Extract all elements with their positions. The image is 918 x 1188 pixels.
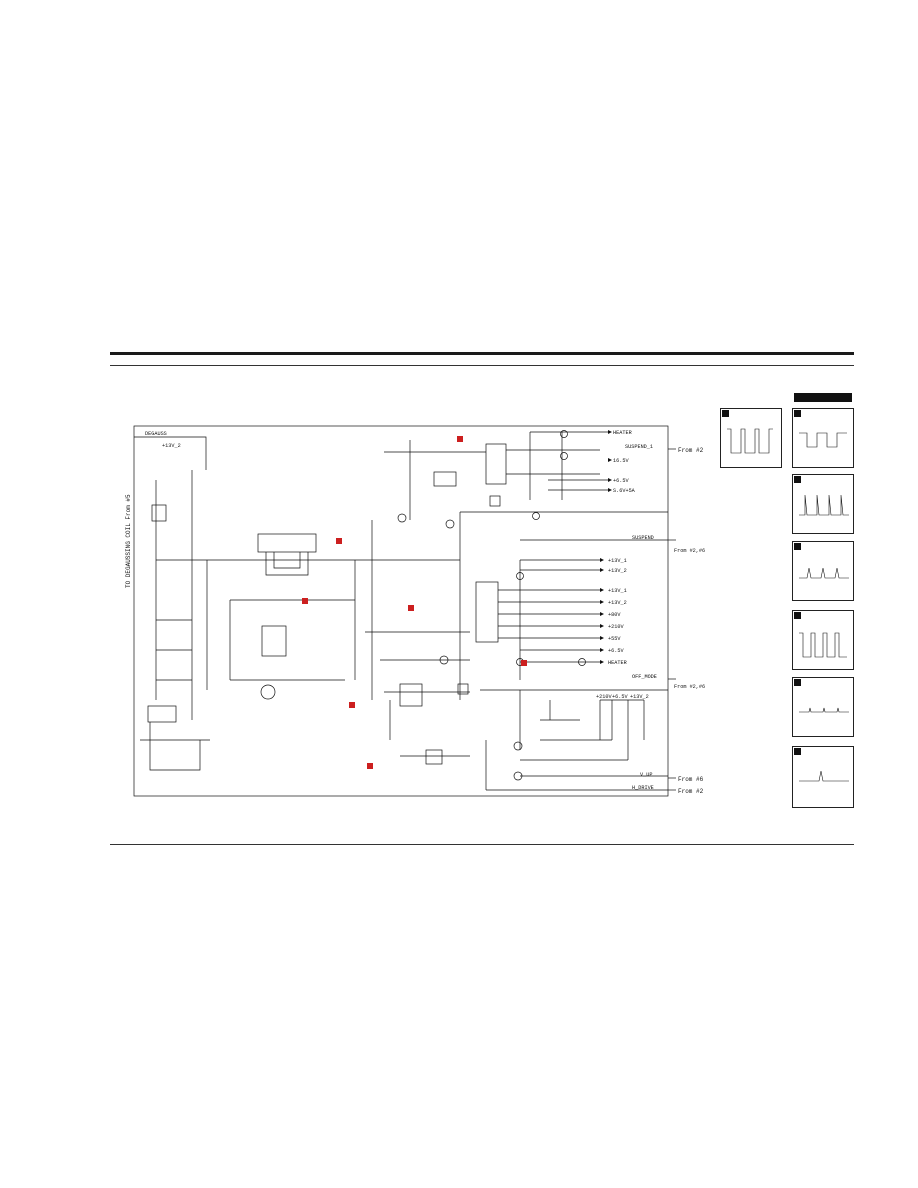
output-label: +13V_1 bbox=[608, 558, 627, 564]
output-label: +13V_1 bbox=[608, 588, 627, 594]
signal-source: From #6 bbox=[678, 776, 704, 783]
output-label: +210V bbox=[608, 624, 624, 630]
output-label: HEATER bbox=[613, 430, 632, 436]
output-label: S.6V+5A bbox=[613, 488, 636, 494]
output-label: +55V bbox=[608, 636, 621, 642]
top-rule-thick bbox=[110, 352, 854, 355]
rail-label: +210V bbox=[596, 694, 612, 700]
degauss-label: DEGAUSS bbox=[145, 431, 167, 437]
output-label: HEATER bbox=[608, 660, 627, 666]
waveform-tag bbox=[794, 748, 801, 755]
waveform-panel bbox=[792, 746, 854, 808]
output-label: +13V_2 bbox=[608, 600, 627, 606]
waveform-panel bbox=[792, 610, 854, 670]
waveform-panel bbox=[792, 677, 854, 737]
test-point-marker bbox=[336, 538, 342, 544]
output-label: +6.5V bbox=[608, 648, 624, 654]
waveform-tag bbox=[794, 543, 801, 550]
rail-label: +6.5V bbox=[612, 694, 628, 700]
signal-label: H_DRIVE bbox=[632, 785, 654, 791]
waveform-header-tab bbox=[794, 393, 852, 402]
waveform-panel bbox=[792, 541, 854, 601]
signal-source: From #2,#6 bbox=[674, 548, 705, 554]
test-point-marker bbox=[521, 660, 527, 666]
output-label: +6.5V bbox=[613, 478, 629, 484]
waveform-panel bbox=[792, 474, 854, 534]
waveform-tag bbox=[794, 476, 801, 483]
signal-source: From #2 bbox=[678, 788, 704, 795]
signal-source: From #2,#6 bbox=[674, 684, 705, 690]
output-label: 16.5V bbox=[613, 458, 629, 464]
waveform-tag bbox=[794, 612, 801, 619]
output-label: +13V_2 bbox=[608, 568, 627, 574]
waveform-tag bbox=[794, 679, 801, 686]
test-point-marker bbox=[349, 702, 355, 708]
v13-2-label: +13V_2 bbox=[162, 443, 181, 449]
waveform-panel bbox=[792, 408, 854, 468]
test-point-marker bbox=[408, 605, 414, 611]
bottom-rule bbox=[110, 844, 854, 845]
waveform-tag bbox=[722, 410, 729, 417]
degaussing-coil-label: TO DEGAUSSING COIL From #5 bbox=[125, 494, 132, 588]
waveform-tag bbox=[794, 410, 801, 417]
signal-label: V_UP bbox=[640, 772, 652, 778]
top-rule-thin bbox=[110, 365, 854, 366]
test-point-marker bbox=[367, 763, 373, 769]
signal-label: SUSPEND_1 bbox=[625, 444, 653, 450]
waveform-panel bbox=[720, 408, 782, 468]
signal-source: From #2 bbox=[678, 447, 704, 454]
output-label: +80V bbox=[608, 612, 621, 618]
signal-label: SUSPEND bbox=[632, 535, 654, 541]
schematic-frame bbox=[133, 425, 669, 797]
signal-label: OFF_MODE bbox=[632, 674, 657, 680]
test-point-marker bbox=[302, 598, 308, 604]
rail-label: +13V_2 bbox=[630, 694, 649, 700]
test-point-marker bbox=[457, 436, 463, 442]
